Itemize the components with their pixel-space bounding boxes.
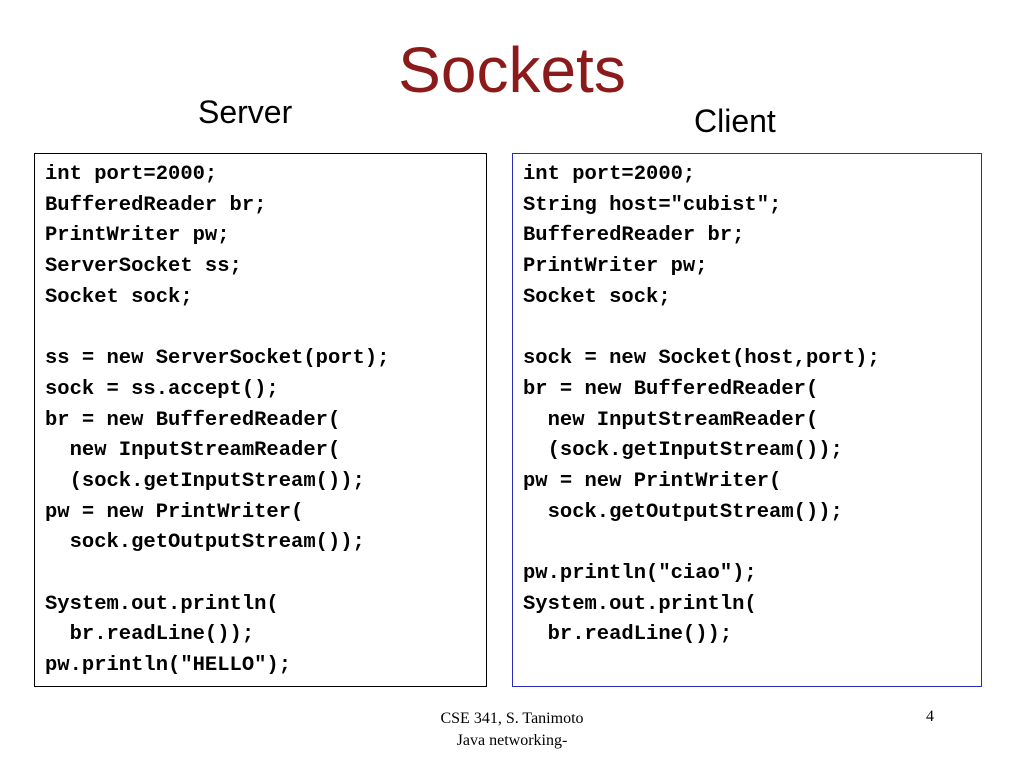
server-code-box: int port=2000; BufferedReader br; PrintW… — [34, 153, 487, 687]
code-line: br = new BufferedReader( — [523, 377, 819, 401]
code-line: System.out.println( — [523, 592, 757, 616]
code-line: sock = ss.accept(); — [45, 377, 279, 401]
code-line: pw = new PrintWriter( — [523, 469, 782, 493]
code-line: Socket sock; — [523, 285, 671, 309]
code-line: br.readLine()); — [45, 623, 255, 647]
slide-title: Sockets — [398, 34, 626, 106]
code-line: System.out.println( — [45, 592, 279, 616]
footer-course: CSE 341, S. Tanimoto — [440, 710, 584, 727]
code-line — [523, 313, 981, 344]
code-line — [45, 313, 486, 344]
footer-caption: CSE 341, S. Tanimoto Java networking- — [0, 708, 1024, 752]
client-heading: Client — [694, 103, 776, 139]
code-line: Socket sock; — [45, 285, 193, 309]
code-line: sock = new Socket(host,port); — [523, 347, 880, 371]
code-line: sock.getOutputStream()); — [45, 531, 365, 555]
code-line — [523, 528, 981, 559]
code-line: int port=2000; — [45, 163, 218, 186]
page-number: 4 — [926, 708, 934, 725]
server-heading: Server — [198, 94, 293, 130]
code-line: br.readLine()); — [523, 623, 733, 647]
code-line: PrintWriter pw; — [45, 224, 230, 248]
code-line: (sock.getInputStream()); — [45, 469, 365, 493]
code-line: String host=″cubist"; — [523, 193, 782, 217]
code-line: (sock.getInputStream()); — [523, 439, 843, 463]
code-line: sock.getOutputStream()); — [523, 500, 843, 524]
code-line: br = new BufferedReader( — [45, 408, 341, 432]
code-line: pw = new PrintWriter( — [45, 500, 304, 524]
client-code-box: int port=2000; String host=″cubist"; Buf… — [512, 153, 982, 687]
code-line: int port=2000; — [523, 163, 696, 186]
code-line: ServerSocket ss; — [45, 255, 242, 279]
code-line — [45, 559, 486, 590]
code-line: ss = new ServerSocket(port); — [45, 347, 390, 371]
code-line: new InputStreamReader( — [45, 439, 341, 463]
code-line: pw.println("ciao"); — [523, 561, 757, 585]
code-line: PrintWriter pw; — [523, 255, 708, 279]
footer-topic: Java networking- — [456, 732, 568, 749]
code-line: new InputStreamReader( — [523, 408, 819, 432]
code-line: BufferedReader br; — [523, 224, 745, 248]
code-line: BufferedReader br; — [45, 193, 267, 217]
code-line: pw.println("HELLO"); — [45, 654, 292, 677]
